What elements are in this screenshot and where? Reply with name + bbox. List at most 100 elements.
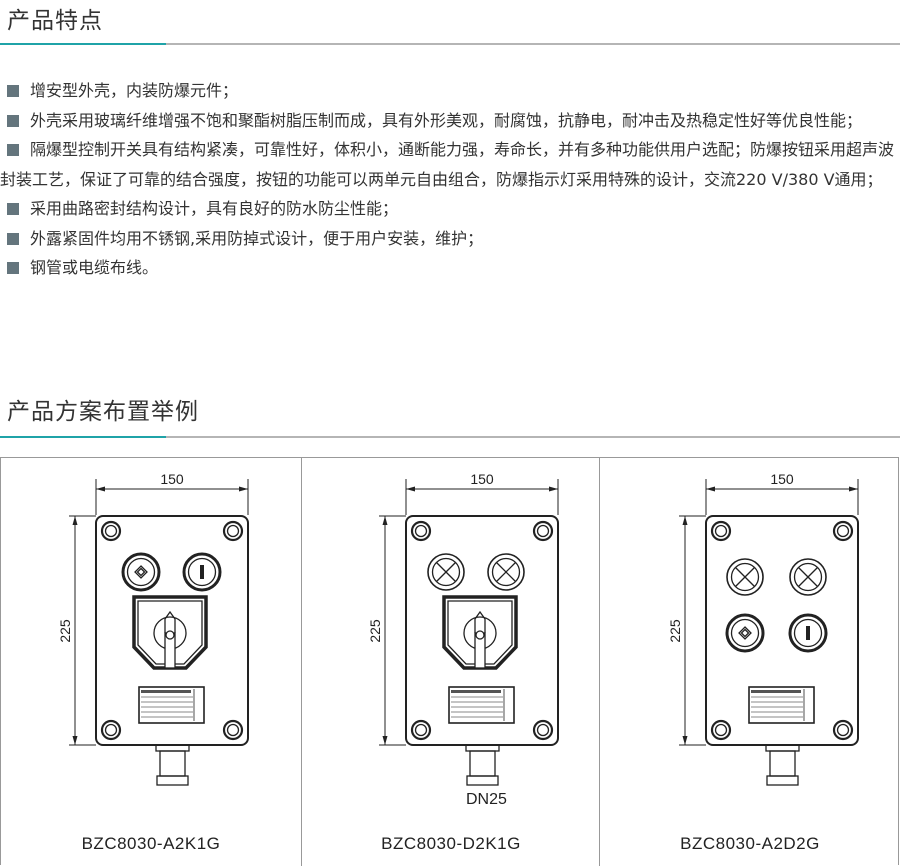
switch-pointer [164, 610, 176, 633]
lamp-face [491, 557, 521, 587]
width-dimension-label: 150 [770, 471, 794, 487]
lamp-cross [735, 567, 755, 587]
start-button-icon [121, 552, 161, 592]
bullet-square-icon [7, 262, 19, 274]
screw-icon [410, 520, 432, 542]
feature-item: 采用曲路密封结构设计，具有良好的防水防尘性能； [0, 194, 900, 224]
nameplate-icon [748, 686, 815, 724]
nameplate-line [141, 690, 191, 693]
screw-inner [414, 723, 428, 737]
nameplate-line [751, 690, 801, 693]
cable-gland-icon [765, 744, 800, 786]
model-caption: BZC8030-A2K1G [81, 834, 221, 853]
height-dimension-label: 225 [667, 619, 683, 643]
bar-mark [200, 565, 204, 579]
cable-gland-icon [465, 744, 500, 786]
screw-inner [714, 524, 728, 538]
diagram-group: 150 225 [667, 471, 859, 786]
lamp-ring [427, 553, 465, 591]
switch-pivot [165, 630, 175, 640]
nameplate-icon [448, 686, 515, 724]
screw-icon [222, 719, 244, 741]
lamp-face [793, 562, 823, 592]
button-ring [788, 613, 828, 653]
bullet-square-icon [7, 203, 19, 215]
feature-item: 外壳采用玻璃纤维增强不饱和聚酯树脂压制而成，具有外形美观，耐腐蚀，抗静电，耐冲击… [0, 106, 900, 136]
bullet-square-icon [7, 144, 19, 156]
switch-guard [132, 595, 208, 670]
screw-icon [410, 719, 432, 741]
feature-list: 增安型外壳，内装防爆元件； 外壳采用玻璃纤维增强不饱和聚酯树脂压制而成，具有外形… [0, 76, 900, 283]
screw-inner [836, 524, 850, 538]
section-title-features: 产品特点 [7, 8, 103, 34]
start-button-icon [725, 613, 765, 653]
stop-button-icon [788, 613, 828, 653]
diamond-inner [740, 628, 750, 638]
enclosure-diagram: 150 225 [667, 471, 859, 786]
screw-icon [222, 520, 244, 542]
screw-inner [414, 524, 428, 538]
screw-inner [226, 524, 240, 538]
bullet-square-icon [7, 85, 19, 97]
button-face [187, 557, 217, 587]
screw-inner [104, 524, 118, 538]
button-face [793, 618, 823, 648]
nameplate-icon [138, 686, 205, 724]
diamond-mark [134, 565, 148, 579]
gland-body [769, 750, 796, 777]
switch-guard [442, 595, 518, 670]
gland-cap [156, 775, 189, 786]
feature-item: 增安型外壳，内装防爆元件； [0, 76, 900, 106]
diamond-inner [136, 567, 146, 577]
lamp-cross [496, 562, 516, 582]
indicator-lamp-icon [726, 558, 764, 596]
lamp-cross [798, 567, 818, 587]
gland-body [159, 750, 186, 777]
bullet-square-icon [7, 232, 19, 245]
lamp-ring [789, 558, 827, 596]
nameplate-line [451, 690, 501, 693]
lamp-face [730, 562, 760, 592]
feature-item: 隔爆型控制开关具有结构紧凑，可靠性好，体积小，通断能力强，寿命长，并有多种功能供… [0, 140, 895, 189]
gland-cap [766, 775, 799, 786]
switch-guard-inner [447, 600, 513, 665]
selector-switch-icon [442, 595, 518, 670]
screw-icon [532, 520, 554, 542]
diamond-mark [738, 626, 752, 640]
screw-inner [714, 723, 728, 737]
indicator-lamp-icon [789, 558, 827, 596]
gland-body [469, 750, 496, 777]
screw-icon [532, 719, 554, 741]
lamp-ring [487, 553, 525, 591]
gland-cap [466, 775, 499, 786]
feature-item: 钢管或电缆布线。 [0, 253, 900, 283]
indicator-lamp-icon [427, 553, 465, 591]
section-divider [0, 436, 900, 438]
button-face [126, 557, 156, 587]
lamp-cross [436, 562, 456, 582]
screw-icon [832, 719, 854, 741]
screw-inner [536, 524, 550, 538]
section-title-layouts: 产品方案布置举例 [7, 399, 199, 425]
bullet-square-icon [7, 114, 19, 127]
screw-inner [226, 723, 240, 737]
width-dimension-label: 150 [470, 471, 494, 487]
button-ring [182, 552, 222, 592]
screw-icon [710, 719, 732, 741]
switch-pointer [474, 610, 486, 633]
cable-gland-icon [155, 744, 190, 786]
button-face [730, 618, 760, 648]
switch-pivot [475, 630, 485, 640]
section-divider [0, 43, 900, 45]
screw-inner [104, 723, 118, 737]
screw-icon [710, 520, 732, 542]
stop-button-icon [182, 552, 222, 592]
